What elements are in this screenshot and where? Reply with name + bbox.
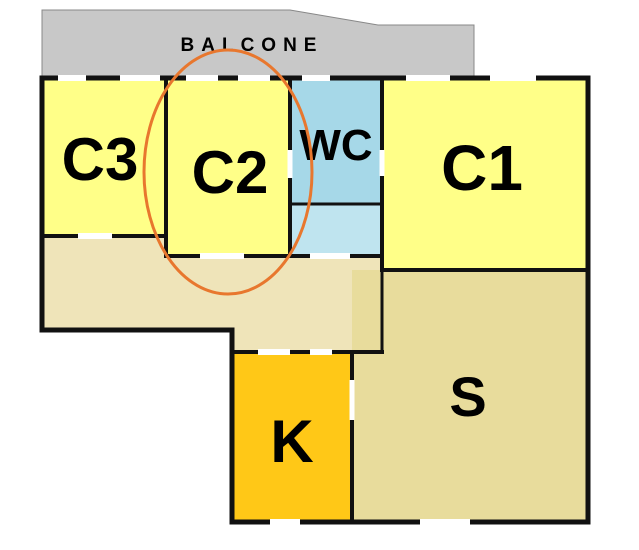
room-label-c2: C2: [192, 139, 269, 206]
room-label-k: K: [270, 408, 313, 475]
wc-lower-light: [290, 204, 382, 256]
room-s: [352, 270, 588, 522]
room-label-c3: C3: [62, 126, 139, 193]
room-k: [232, 352, 352, 522]
room-c2: [166, 78, 290, 256]
room-label-c1: C1: [441, 132, 523, 204]
room-label-s: S: [449, 365, 486, 428]
room-c1: [382, 78, 588, 270]
balcony-label: BALCONE: [181, 35, 324, 56]
highlight-ellipse: [142, 48, 314, 296]
openings: [58, 75, 536, 525]
hallway: [42, 236, 382, 352]
